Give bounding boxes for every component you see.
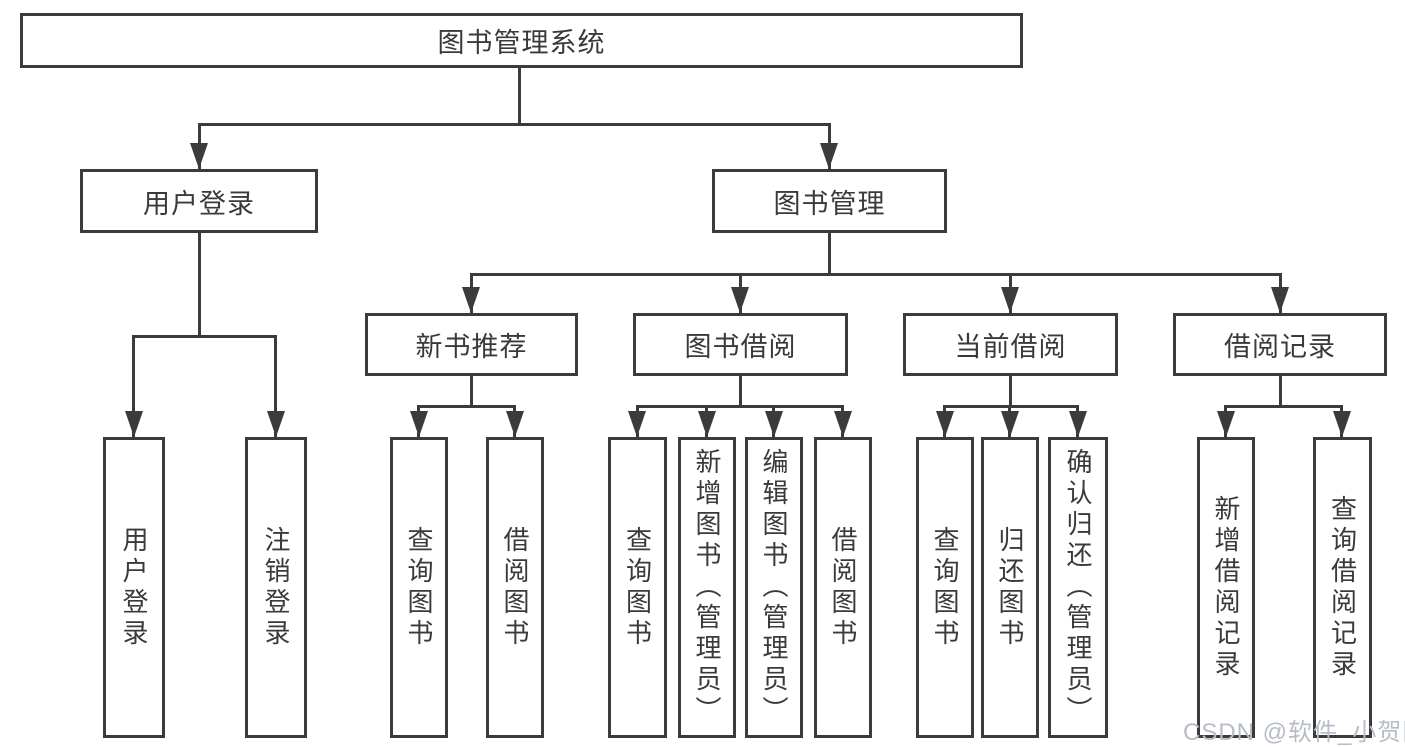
leaf-logout-label: 注销登录 [261,525,291,650]
leaf-borrow-borrow-book-label: 借阅图书 [828,525,858,650]
leaf-borrow-add-book-admin-label: 新增图书（管理员） [692,448,722,727]
node-root-label: 图书管理系统 [437,28,606,58]
arrowhead-down-icon [125,411,143,437]
arrowhead-down-icon [506,411,524,437]
leaf-newrec-borrow-book: 借阅图书 [486,437,544,738]
connector-vline [132,335,135,437]
leaf-records-query-record-label: 查询借阅记录 [1327,494,1358,681]
leaf-newrec-borrow-book-label: 借阅图书 [500,525,530,650]
leaf-current-confirm-return-admin: 确认归还（管理员） [1048,437,1108,738]
arrowhead-down-icon [1001,411,1019,437]
leaf-borrow-add-book-admin: 新增图书（管理员） [678,437,736,738]
node-book-borrow-label: 图书借阅 [684,332,797,362]
connector-hline [198,123,831,126]
node-current-borrow: 当前借阅 [903,313,1118,376]
leaf-user-login-label: 用户登录 [119,525,149,650]
leaf-user-login: 用户登录 [103,437,165,738]
node-borrow-records-label: 借阅记录 [1224,332,1336,362]
leaf-current-confirm-return-admin-label: 确认归还（管理员） [1063,448,1093,727]
node-user-login: 用户登录 [80,169,318,233]
arrowhead-down-icon [462,287,480,313]
arrowhead-down-icon [267,411,285,437]
arrowhead-down-icon [834,411,852,437]
watermark-text: CSDN @软件_小贺同学 [1183,719,1405,746]
leaf-current-query-book-label: 查询图书 [930,525,960,650]
node-new-book-recommend-label: 新书推荐 [415,332,528,362]
connector-hline [943,405,1079,408]
connector-hline [132,335,277,338]
leaf-borrow-query-book-label: 查询图书 [622,525,653,650]
connector-vline [1279,376,1282,405]
leaf-borrow-query-book: 查询图书 [608,437,667,738]
connector-hline [636,405,844,408]
arrowhead-down-icon [765,411,783,437]
arrowhead-down-icon [628,411,646,437]
arrowhead-down-icon [936,411,954,437]
connector-vline [518,68,521,123]
arrowhead-down-icon [1001,287,1019,313]
connector-vline [198,233,201,338]
leaf-newrec-query-book: 查询图书 [390,437,448,738]
arrowhead-down-icon [1333,411,1351,437]
leaf-borrow-borrow-book: 借阅图书 [814,437,872,738]
connector-vline [470,376,473,405]
arrowhead-down-icon [1069,411,1087,437]
connector-vline [739,376,742,405]
leaf-current-return-book: 归还图书 [981,437,1039,738]
leaf-borrow-edit-book-admin: 编辑图书（管理员） [745,437,803,738]
node-book-management-label: 图书管理 [773,188,886,219]
arrowhead-down-icon [1217,411,1235,437]
leaf-newrec-query-book-label: 查询图书 [404,525,434,650]
arrowhead-down-icon [190,143,208,169]
leaf-records-add-record: 新增借阅记录 [1197,437,1255,738]
leaf-records-query-record: 查询借阅记录 [1313,437,1372,738]
node-user-login-label: 用户登录 [143,188,255,219]
connector-hline [470,273,1282,276]
arrowhead-down-icon [820,143,838,169]
node-new-book-recommend: 新书推荐 [365,313,578,376]
connector-vline [1009,376,1012,405]
leaf-records-add-record-label: 新增借阅记录 [1211,494,1241,681]
node-book-management: 图书管理 [712,169,947,233]
arrowhead-down-icon [731,287,749,313]
leaf-borrow-edit-book-admin-label: 编辑图书（管理员） [759,448,789,727]
node-current-borrow-label: 当前借阅 [954,332,1067,362]
node-borrow-records: 借阅记录 [1173,313,1387,376]
connector-vline [274,335,277,437]
arrowhead-down-icon [410,411,428,437]
leaf-current-query-book: 查询图书 [916,437,974,738]
connector-hline [1224,405,1343,408]
leaf-logout: 注销登录 [245,437,307,738]
node-book-borrow: 图书借阅 [633,313,848,376]
arrowhead-down-icon [698,411,716,437]
connector-hline [417,405,516,408]
node-root: 图书管理系统 [20,13,1023,68]
connector-vline [828,233,831,275]
leaf-current-return-book-label: 归还图书 [995,525,1025,650]
arrowhead-down-icon [1271,287,1289,313]
